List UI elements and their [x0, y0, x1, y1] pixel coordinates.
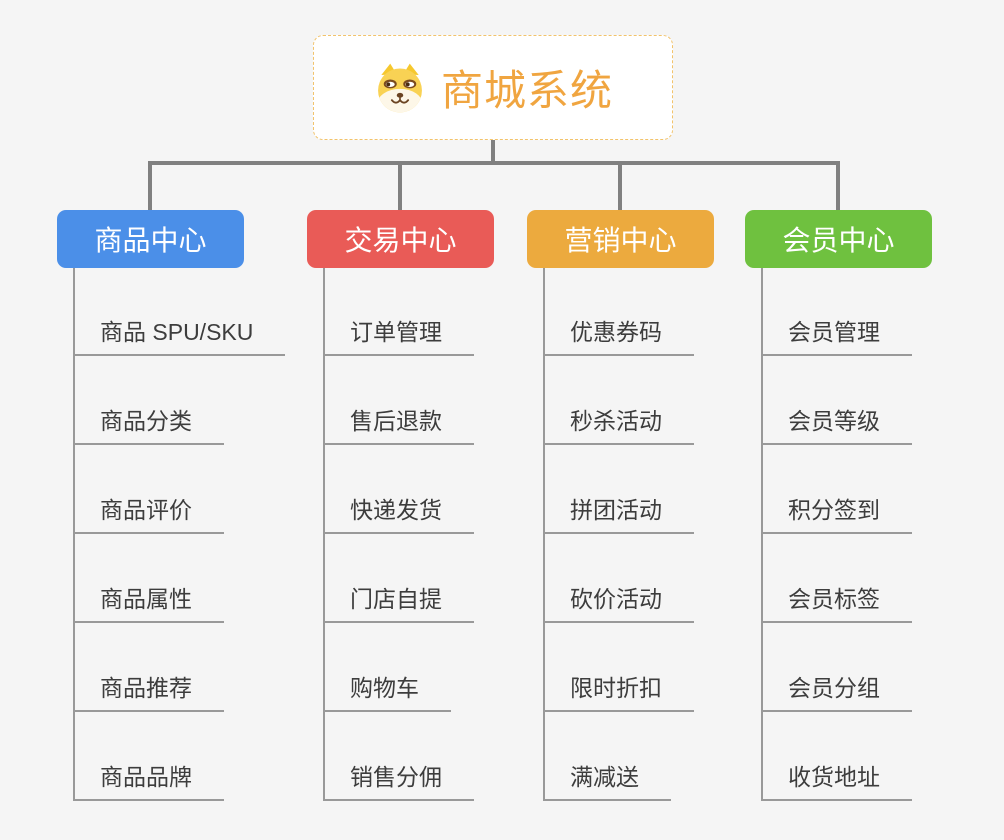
leaf-node[interactable]: 会员分组 [761, 668, 912, 712]
leaf-node[interactable]: 商品 SPU/SKU [73, 312, 286, 356]
leaf-node[interactable]: 商品评价 [73, 490, 224, 534]
leaf-node[interactable]: 收货地址 [761, 757, 912, 801]
root-node[interactable]: 商城系统 [313, 35, 673, 140]
branch-spine-products [73, 268, 75, 801]
leaf-node[interactable]: 商品品牌 [73, 757, 224, 801]
shiba-dog-icon [378, 63, 422, 112]
leaf-node[interactable]: 满减送 [543, 757, 671, 801]
leaf-node[interactable]: 会员标签 [761, 579, 912, 623]
leaf-node[interactable]: 销售分佣 [323, 757, 474, 801]
branch-header-trade[interactable]: 交易中心 [307, 210, 494, 268]
leaf-node[interactable]: 售后退款 [323, 401, 474, 445]
branch-spine-marketing [543, 268, 545, 801]
leaf-node[interactable]: 购物车 [323, 668, 451, 712]
leaf-node[interactable]: 拼团活动 [543, 490, 694, 534]
leaf-node[interactable]: 门店自提 [323, 579, 474, 623]
connector-drop-members [836, 161, 840, 214]
leaf-node[interactable]: 秒杀活动 [543, 401, 694, 445]
leaf-node[interactable]: 会员管理 [761, 312, 912, 356]
branch-spine-trade [323, 268, 325, 801]
connector-drop-trade [398, 161, 402, 214]
root-title: 商城系统 [440, 67, 613, 114]
leaf-node[interactable]: 快递发货 [323, 490, 474, 534]
connector-horizontal-bus [148, 161, 840, 165]
connector-root-stub [491, 140, 495, 165]
leaf-node[interactable]: 会员等级 [761, 401, 912, 445]
connector-drop-products [148, 161, 152, 214]
leaf-node[interactable]: 商品推荐 [73, 668, 224, 712]
leaf-node[interactable]: 限时折扣 [543, 668, 694, 712]
leaf-node[interactable]: 商品分类 [73, 401, 224, 445]
leaf-node[interactable]: 积分签到 [761, 490, 912, 534]
branch-spine-members [761, 268, 763, 801]
connector-drop-marketing [618, 161, 622, 214]
branch-header-products[interactable]: 商品中心 [57, 210, 244, 268]
leaf-node[interactable]: 商品属性 [73, 579, 224, 623]
leaf-node[interactable]: 砍价活动 [543, 579, 694, 623]
leaf-node[interactable]: 优惠券码 [543, 312, 694, 356]
branch-header-members[interactable]: 会员中心 [745, 210, 932, 268]
leaf-node[interactable]: 订单管理 [323, 312, 474, 356]
branch-header-marketing[interactable]: 营销中心 [527, 210, 714, 268]
